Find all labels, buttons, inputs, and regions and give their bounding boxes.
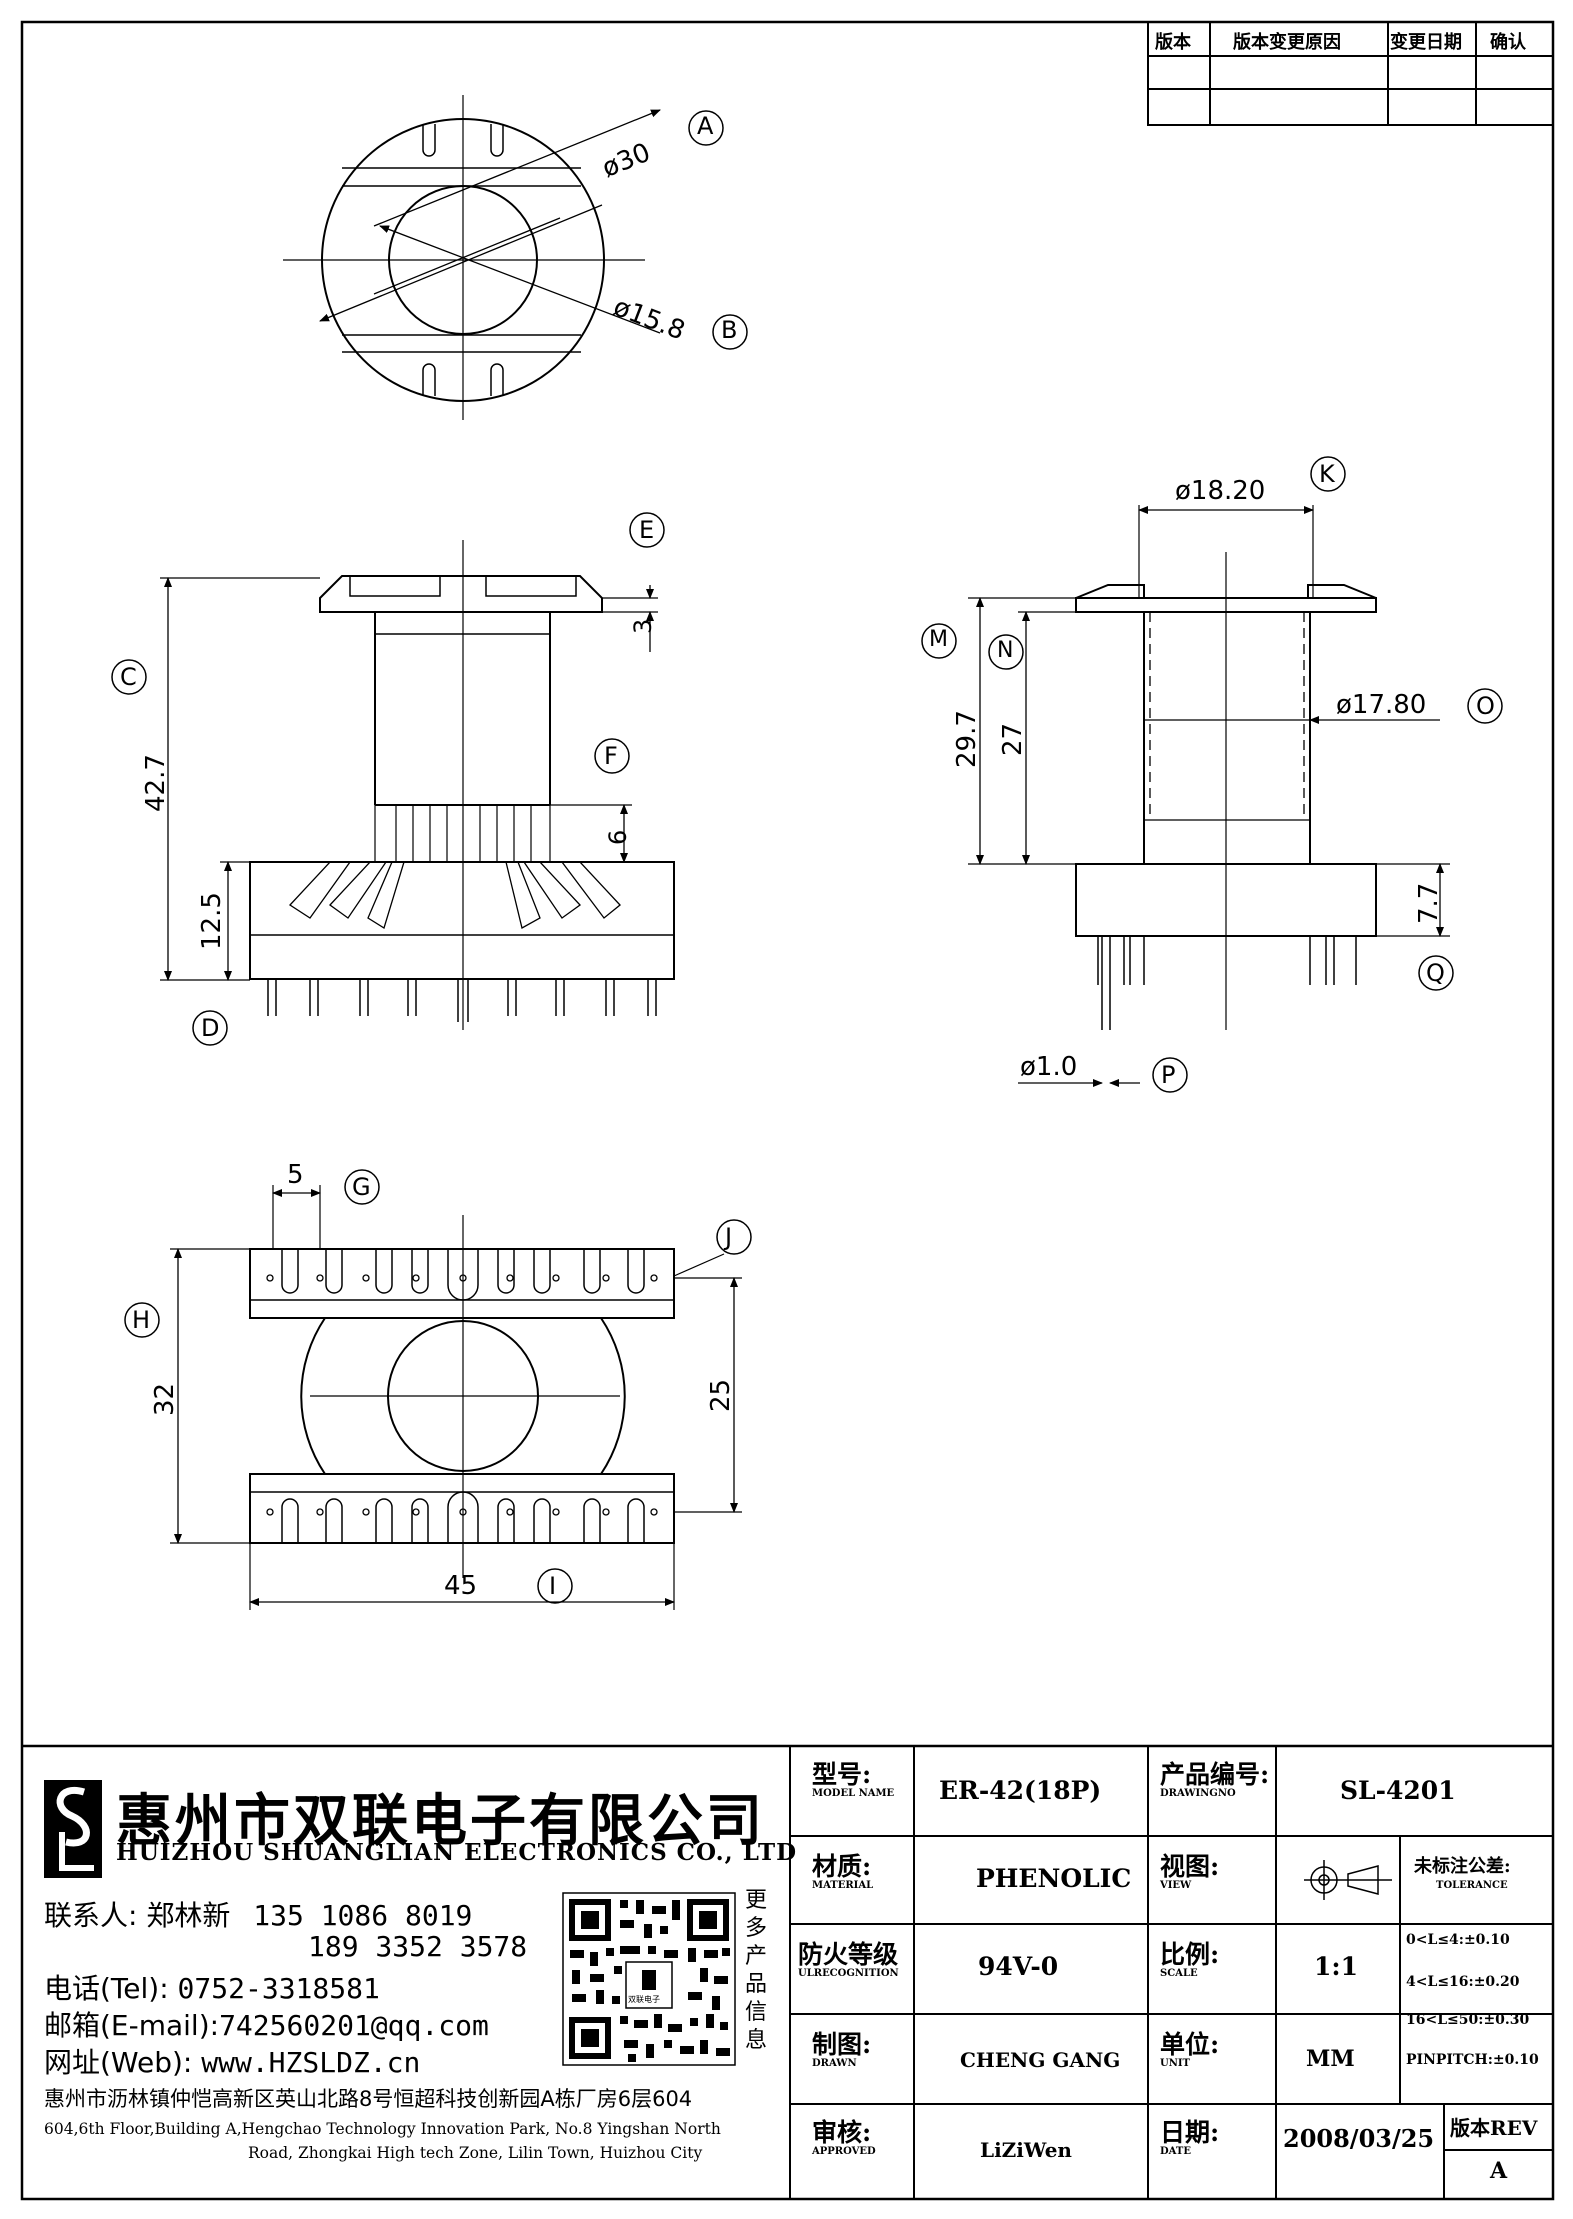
tolerance-3: 16<L≤50:±0.30 [1406, 2012, 1530, 2028]
date-label: 日期:DATE [1160, 2118, 1220, 2158]
company-name-cn: 惠州市双联电子有限公司 [116, 1788, 765, 1854]
dim-flange: 3 [629, 618, 657, 634]
dim-pin-step: 6 [604, 829, 632, 845]
qr-caption: 双联电子 [628, 1995, 660, 2004]
approved-value: LiZiWen [980, 2138, 1072, 2162]
company-name-en: HUIZHOU SHUANGLIAN ELECTRONICS CO., LTD [116, 1839, 798, 1866]
address-cn: 惠州市沥林镇仲恺高新区英山北路8号恒超科技创新园A栋厂房6层604 [44, 2087, 693, 2111]
title-block-frame [22, 1744, 1553, 2199]
drawing-no-value: SL-4201 [1340, 1776, 1456, 1805]
label-p: P [1161, 1061, 1176, 1089]
label-a: A [697, 112, 714, 140]
label-n: N [997, 638, 1014, 663]
label-c: C [120, 663, 137, 691]
label-g: G [352, 1173, 371, 1201]
rev-label: 版本REV [1450, 2116, 1538, 2140]
label-o: O [1476, 692, 1495, 720]
phone-1: 135 1086 8019 [253, 1899, 473, 1932]
email-value[interactable]: 742560201@qq.com [219, 2009, 489, 2042]
tolerance-4: PINPITCH:±0.10 [1406, 2052, 1539, 2068]
label-k: K [1319, 460, 1335, 488]
material-label: 材质:MATERIAL [812, 1852, 874, 1892]
web-label: 网址(Web): [44, 2046, 193, 2079]
tolerance-1: 0<L≤4:±0.10 [1406, 1932, 1510, 1948]
label-e: E [639, 516, 655, 544]
email-label: 邮箱(E-mail): [44, 2009, 220, 2042]
label-h: H [132, 1306, 151, 1334]
label-m: M [929, 627, 948, 652]
web-row: 网址(Web): www.HZSLDZ.cn [44, 2041, 420, 2081]
dim-depth: 32 [150, 1382, 180, 1416]
model-label: 型号:MODEL NAME [812, 1760, 895, 1800]
contact-label: 联系人: [44, 1899, 138, 1932]
drawn-label: 制图:DRAWN [812, 2030, 872, 2070]
unit-value: MM [1306, 2046, 1355, 2072]
dim-total-height: 42.7 [141, 754, 171, 812]
drawn-value: CHENG GANG [960, 2048, 1121, 2072]
contact-row: 联系人: 郑林新 135 1086 8019 [44, 1894, 472, 1934]
address-en-line2: Road, Zhongkai High tech Zone, Lilin Tow… [248, 2144, 703, 2162]
approved-label: 审核:APPROVED [812, 2118, 876, 2158]
dim-height-n: 27 [998, 722, 1028, 756]
label-b: B [721, 316, 738, 344]
dim-base: 12.5 [197, 892, 227, 950]
rev-header-date: 变更日期 [1390, 32, 1462, 53]
company-logo [44, 1780, 102, 1878]
dim-pin-row: 25 [706, 1378, 736, 1412]
view-label: 视图:VIEW [1160, 1852, 1220, 1892]
label-q: Q [1426, 959, 1445, 987]
tel-value: 0752-3318581 [177, 1972, 380, 2005]
tel-row: 电话(Tel): 0752-3318581 [44, 1967, 380, 2007]
scale-label: 比例:SCALE [1160, 1940, 1220, 1980]
projection-symbol-icon [1304, 1860, 1392, 1900]
rev-header-reason: 版本变更原因 [1233, 32, 1341, 53]
dim-pin-diameter: ø1.0 [1020, 1052, 1078, 1082]
side-view [921, 456, 1503, 1093]
dim-pitch: 5 [287, 1160, 304, 1190]
rev-header-confirm: 确认 [1490, 32, 1526, 53]
revision-table [1147, 21, 1554, 126]
rev-header-version: 版本 [1155, 32, 1191, 53]
dim-height-m: 29.7 [952, 710, 982, 768]
model-value: ER-42(18P) [939, 1776, 1102, 1805]
rev-value: A [1490, 2158, 1508, 2184]
label-d: D [201, 1014, 220, 1042]
top-view [283, 95, 748, 420]
date-value: 2008/03/25 [1283, 2124, 1435, 2153]
dim-flange-diameter: ø18.20 [1175, 476, 1266, 506]
unit-label: 单位:UNIT [1160, 2030, 1220, 2070]
tel-label: 电话(Tel): [44, 1972, 169, 2005]
drawing-no-label: 产品编号:DRAWINGNO [1160, 1760, 1270, 1800]
dim-base-height: 7.7 [1414, 882, 1444, 924]
label-i: I [549, 1572, 557, 1600]
address-en-line1: 604,6th Floor,Building A,Hengchao Techno… [44, 2120, 721, 2138]
contact-name: 郑林新 [146, 1899, 231, 1932]
bottom-view [124, 1169, 752, 1610]
material-value: PHENOLIC [976, 1864, 1132, 1893]
ul-value: 94V-0 [978, 1952, 1059, 1981]
phone-2: 189 3352 3578 [308, 1930, 528, 1963]
tolerance-2: 4<L≤16:±0.20 [1406, 1974, 1520, 1990]
scale-value: 1:1 [1314, 1952, 1359, 1981]
email-row: 邮箱(E-mail):742560201@qq.com [44, 2004, 489, 2044]
tolerance-label: 未标注公差:TOLERANCE [1414, 1856, 1511, 1891]
front-view [111, 512, 675, 1046]
qr-code [562, 1892, 736, 2066]
label-f: F [604, 742, 618, 770]
dim-width: 45 [444, 1571, 478, 1601]
more-info-text: 更 多 产 品 信 息 [744, 1888, 767, 2053]
dim-core-diameter: ø17.80 [1336, 690, 1427, 720]
label-j: J [725, 1223, 733, 1251]
web-value[interactable]: www.HZSLDZ.cn [201, 2046, 421, 2079]
